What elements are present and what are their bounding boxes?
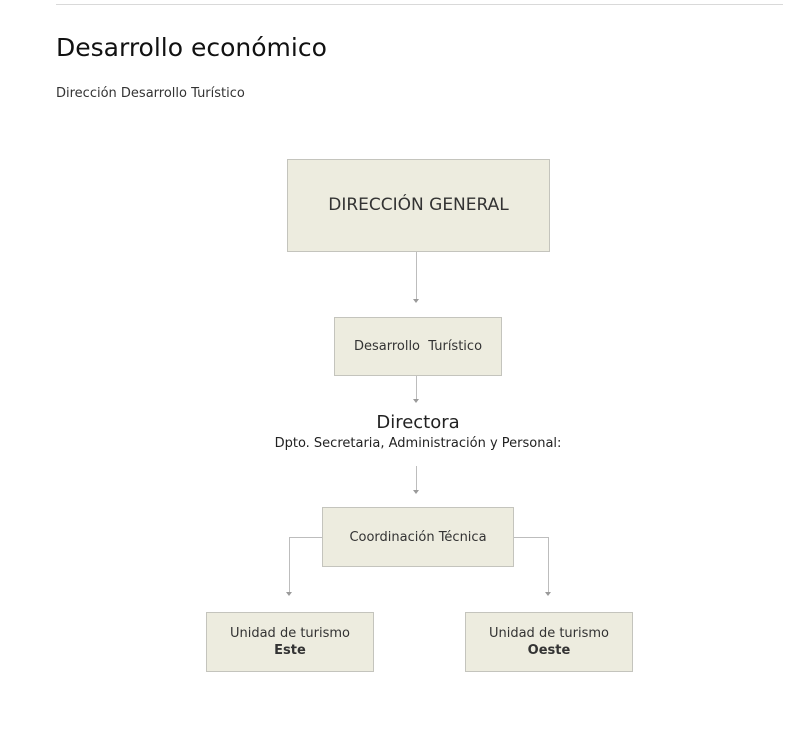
role-department: Dpto. Secretaria, Administración y Perso… <box>274 436 562 451</box>
arrowhead-icon <box>545 592 551 596</box>
connector-coordination-to-este-h <box>289 537 322 538</box>
box-label-line2: Este <box>274 643 306 658</box>
connector-coordination-to-oeste-v <box>548 537 549 592</box>
connector-root-to-level2 <box>416 252 417 299</box>
box-label: Desarrollo Turístico <box>353 339 483 354</box>
top-divider <box>56 4 783 5</box>
box-unidad-oeste: Unidad de turismo Oeste <box>465 612 633 672</box>
box-unidad-este: Unidad de turismo Este <box>206 612 374 672</box>
box-label: DIRECCIÓN GENERAL <box>328 195 509 215</box>
box-coordinacion-tecnica: Coordinación Técnica <box>322 507 514 567</box>
box-label-line2: Oeste <box>527 643 571 658</box>
box-label-line1: Unidad de turismo <box>488 626 610 641</box>
box-label-line1: Unidad de turismo <box>229 626 351 641</box>
page-subtitle: Dirección Desarrollo Turístico <box>56 86 245 101</box>
arrowhead-icon <box>286 592 292 596</box>
arrowhead-icon <box>413 490 419 494</box>
role-title: Directora <box>376 412 460 433</box>
box-desarrollo-turistico: Desarrollo Turístico <box>334 317 502 376</box>
arrowhead-icon <box>413 399 419 403</box>
box-direccion-general: DIRECCIÓN GENERAL <box>287 159 550 252</box>
arrowhead-icon <box>413 299 419 303</box>
connector-coordination-to-oeste-h <box>514 537 549 538</box>
connector-role-to-coordination <box>416 466 417 490</box>
connector-coordination-to-este-v <box>289 537 290 592</box>
page-title: Desarrollo económico <box>56 33 327 62</box>
box-label: Coordinación Técnica <box>349 529 487 545</box>
connector-level2-to-role <box>416 376 417 399</box>
